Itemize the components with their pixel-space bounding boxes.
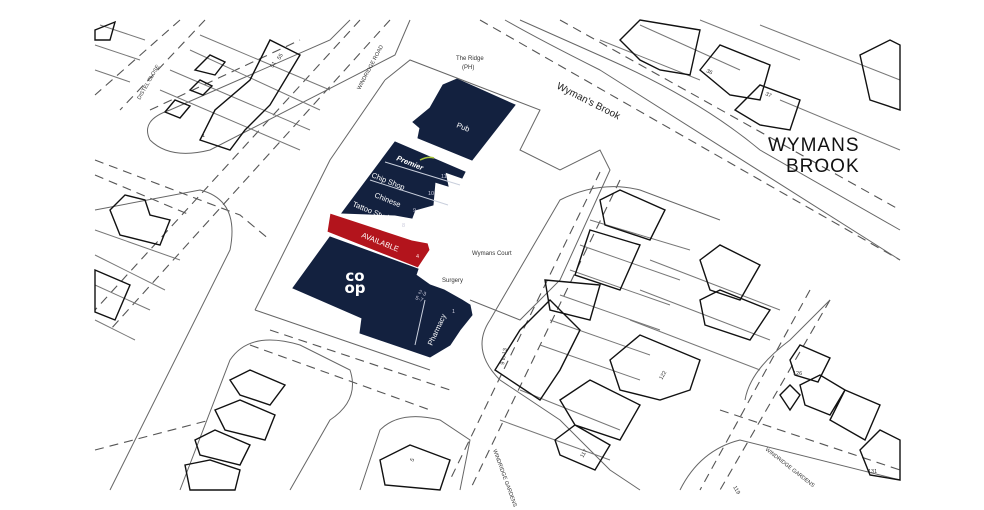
house-numbers: 55 51 1 36 37 126 122 117 131 9 to 13 11…	[202, 53, 877, 496]
house-number: 131	[868, 469, 877, 475]
house-number: 117	[580, 448, 590, 459]
street-windridge-gardens-2: WINDRIDGE GARDENS	[764, 447, 816, 489]
street-distel-close: DISTEL CLOSE	[137, 64, 162, 101]
area-title-line-1: WYMANS	[768, 135, 860, 156]
label-surgery: Surgery	[442, 278, 463, 284]
unit-coop[interactable]	[292, 236, 473, 358]
house-number: 5	[410, 457, 417, 463]
residential-plots	[94, 19, 901, 491]
house-number: 1	[202, 133, 205, 139]
area-title-line-2: BROOK	[786, 156, 860, 177]
commercial-units	[292, 78, 516, 358]
unit-number-coop-1: 2-3	[417, 289, 427, 298]
unit-number-pharmacy: 1	[452, 309, 455, 315]
unit-number-chip-shop: 10	[428, 191, 434, 197]
unit-number-available: 4	[416, 254, 419, 260]
house-number: 55	[277, 53, 285, 61]
label-coop: co op	[344, 270, 366, 297]
premier-logo-swoosh	[419, 156, 435, 161]
house-number: 36	[705, 68, 713, 76]
place-labels: The Ridge (PH) Wyman's Brook Wymans Cour…	[442, 56, 860, 284]
unit-available[interactable]	[326, 212, 431, 269]
house-number: 122	[659, 370, 669, 381]
street-windridge-gardens-1: WINDRIDGE GARDENS	[491, 449, 518, 509]
roads	[94, 19, 901, 491]
house-number: 9 to 13	[500, 348, 509, 366]
kerbs	[94, 19, 901, 491]
unit-number-coop-2: 5-7	[414, 295, 424, 304]
unit-number-chinese: 9	[413, 208, 416, 214]
house-number: 126	[793, 371, 802, 377]
coop-logo: co op	[344, 270, 366, 297]
label-the-ridge: The Ridge	[456, 56, 484, 62]
label-brook: Wyman's Brook	[555, 81, 623, 123]
house-number: 119	[731, 485, 741, 496]
house-number: 37	[764, 91, 772, 99]
label-wymans-court: Wymans Court	[472, 251, 512, 257]
unit-number-tattoo: 8	[402, 223, 405, 229]
unit-number-premier: 11	[441, 174, 447, 180]
house-number: 51	[270, 61, 278, 69]
street-windridge-road: WINDRIDGE ROAD	[356, 44, 385, 91]
shop-block[interactable]	[341, 141, 466, 219]
label-ph: (PH)	[462, 65, 474, 71]
unit-pub[interactable]	[412, 78, 516, 161]
